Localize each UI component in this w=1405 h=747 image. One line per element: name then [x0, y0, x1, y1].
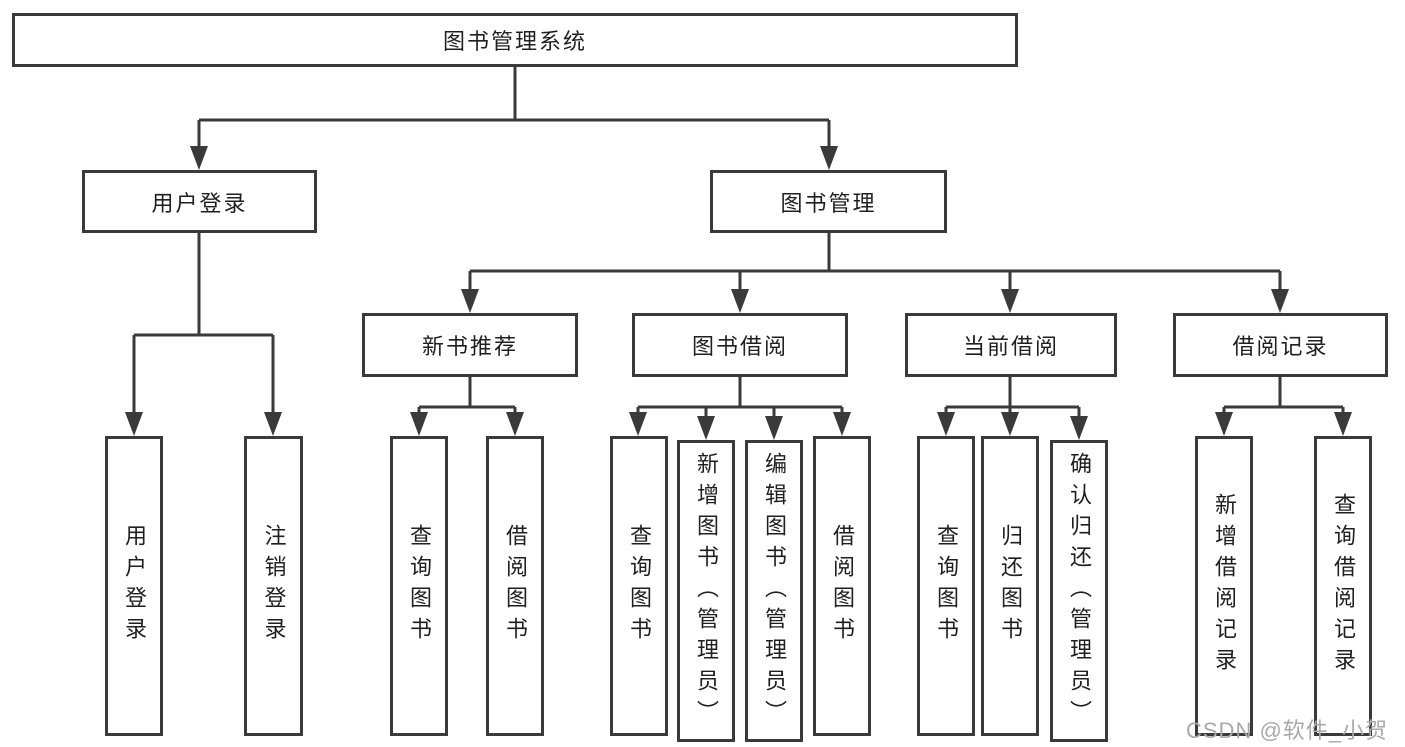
- csdn-watermark: CSDN @软件_小贺同学: [1186, 718, 1389, 743]
- arrowhead: [461, 289, 479, 313]
- node-root: 图书管理系统: [12, 13, 1018, 67]
- arrowheads: [125, 146, 1352, 440]
- connector-user-login-children: [132, 233, 275, 418]
- leaf-borrowing-edit-books-admin: 编辑图书（管理员）: [745, 440, 803, 742]
- leaf-borrowing-add-books-admin: 新增图书（管理员）: [677, 440, 735, 742]
- arrowhead: [1334, 412, 1352, 436]
- arrowhead: [1271, 289, 1289, 313]
- leaf-current-confirm-return-admin: 确认归还（管理员）: [1050, 440, 1108, 742]
- arrowhead: [1215, 412, 1233, 436]
- arrowhead: [629, 412, 647, 436]
- arrowhead: [410, 412, 428, 436]
- arrowhead: [1070, 416, 1088, 440]
- leaf-borrowing-borrow-books: 借阅图书: [813, 436, 871, 736]
- leaf-records-add-record: 新增借阅记录: [1195, 436, 1253, 736]
- leaf-user-login: 用户登录: [105, 436, 163, 736]
- node-book-borrowing: 图书借阅: [632, 313, 848, 377]
- connector-borrow-records-children: [1222, 377, 1345, 418]
- arrowhead: [506, 412, 524, 436]
- connector-book-management-children: [468, 233, 1282, 295]
- leaf-logout: 注销登录: [244, 436, 303, 736]
- arrowhead: [820, 146, 838, 170]
- connector-new-book-children: [417, 377, 517, 418]
- leaf-current-return-books: 归还图书: [981, 436, 1039, 736]
- node-borrowing-records: 借阅记录: [1173, 313, 1388, 377]
- connector-book-borrow-children: [636, 377, 844, 422]
- arrowhead: [697, 416, 715, 440]
- leaf-records-query-record: 查询借阅记录: [1314, 436, 1372, 736]
- arrowhead: [125, 412, 143, 436]
- arrowhead: [765, 416, 783, 440]
- arrowhead: [833, 412, 851, 436]
- node-user-login: 用户登录: [82, 170, 317, 233]
- leaf-current-query-books: 查询图书: [917, 436, 975, 736]
- arrowhead: [264, 412, 282, 436]
- leaf-newbook-query-books: 查询图书: [390, 436, 448, 736]
- leaf-newbook-borrow-books: 借阅图书: [486, 436, 544, 736]
- arrowhead: [731, 289, 749, 313]
- arrowhead: [190, 146, 208, 170]
- connector-root-to-level2: [197, 67, 831, 152]
- arrowhead: [1001, 412, 1019, 436]
- leaf-borrowing-query-books: 查询图书: [610, 436, 668, 736]
- arrowhead: [1001, 289, 1019, 313]
- node-book-management: 图书管理: [710, 170, 947, 233]
- arrowhead: [937, 412, 955, 436]
- node-current-borrowing: 当前借阅: [905, 313, 1117, 377]
- node-new-book-recommendation: 新书推荐: [362, 313, 578, 377]
